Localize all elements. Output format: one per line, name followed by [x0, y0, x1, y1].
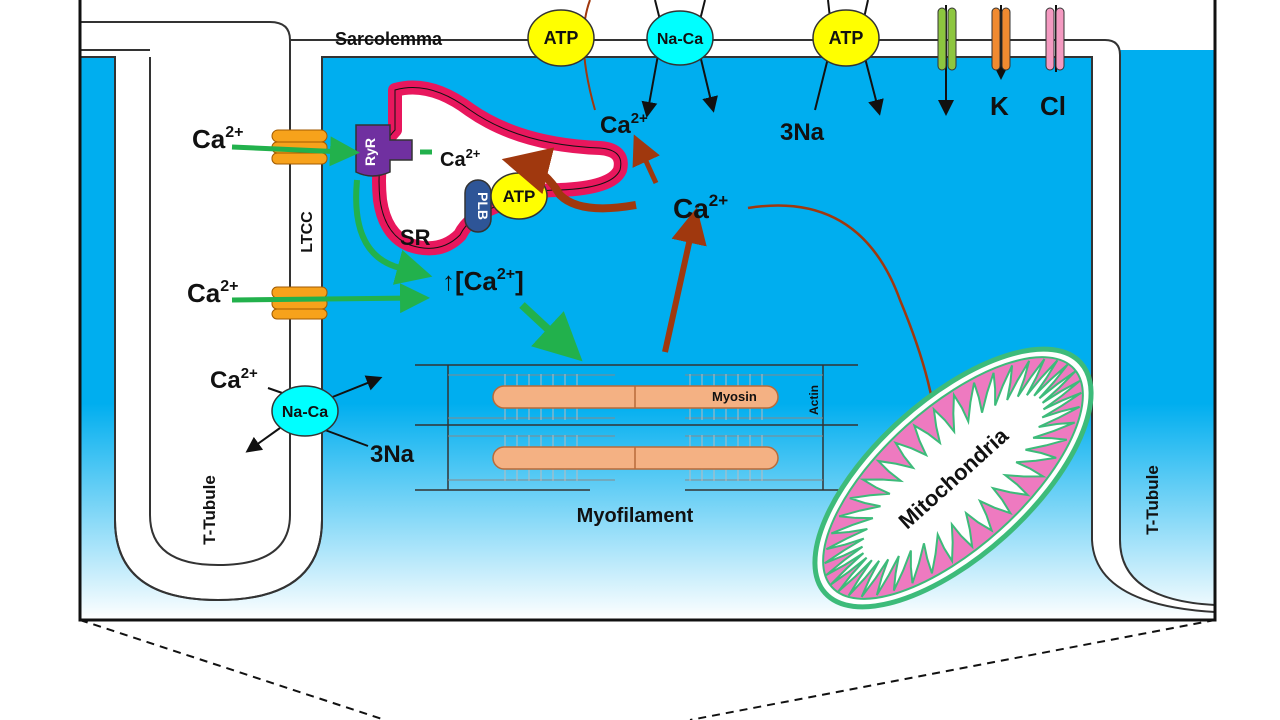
ca-top-base: Ca [600, 112, 631, 139]
mitochondria [812, 346, 1094, 610]
brown-arrows [501, 134, 940, 413]
three-na-top-label: 3Na [780, 119, 825, 146]
ca-cytosol-label: Ca2+ [673, 191, 728, 224]
na-ca-exchanger-top-label: Na-Ca [657, 31, 703, 48]
na-ca-exchanger-left: Na-Ca Ca2+ 3Na [210, 365, 415, 468]
three-na-left-label: 3Na [370, 441, 415, 468]
top-transporters: ATP Na-Ca ATP Ca2+ 3Na [527, 0, 884, 146]
ltcc-2 [271, 286, 328, 299]
ca-exchanger-left-label: Ca2+ [210, 365, 258, 394]
myofilament: Myosin Actin Myofilament [415, 364, 858, 527]
green-channel [937, 7, 947, 71]
ca-ltcc-bottom-base: Ca [187, 278, 221, 308]
sarcolemma-membrane [79, 21, 1216, 620]
myofilament-label: Myofilament [577, 505, 694, 527]
ca-cytosol-base: Ca [673, 193, 709, 224]
ca-ltcc-top-base: Ca [192, 124, 226, 154]
ltcc-label: LTCC [299, 211, 316, 253]
serca-atp-label: ATP [503, 187, 536, 206]
cl-label: Cl [1040, 91, 1066, 121]
sarcolemma-label: Sarcolemma [335, 29, 443, 49]
atp-pump-1 [527, 9, 595, 67]
ca-ltcc-top-charge: 2+ [225, 124, 243, 141]
actin-label: Actin [807, 385, 821, 415]
ryr-label: RyR [362, 138, 378, 166]
ca-sr-base: Ca [440, 149, 466, 171]
t-tubule-left-label: T-Tubule [200, 475, 219, 545]
atp-pump-2 [812, 9, 880, 67]
frame [78, 0, 1217, 720]
chloride-channel [1045, 7, 1055, 71]
ryanodine-receptor: RyR [355, 124, 432, 177]
ltcc-1 [271, 129, 328, 143]
na-ca-exchanger-left-body [271, 385, 339, 437]
ca-ltcc-top-label: Ca2+ [192, 124, 244, 154]
na-ca-exchanger-top [646, 10, 714, 66]
sr-label: SR [400, 225, 431, 250]
plb [464, 179, 492, 233]
atp-pump-1-label: ATP [544, 28, 579, 48]
ca-ltcc-bottom-charge: 2+ [220, 278, 238, 295]
ca-sr-label: Ca2+ [440, 146, 481, 171]
myosin-label: Myosin [712, 389, 757, 404]
ca-concentration-charge: 2+ [497, 266, 515, 283]
ca-cytosol-charge: 2+ [709, 191, 728, 210]
plb-label: PLB [475, 192, 491, 220]
ca-top-charge: 2+ [631, 110, 648, 127]
atp-pump-2-label: ATP [829, 28, 864, 48]
ca-exchanger-left-charge: 2+ [241, 365, 258, 382]
ca-top-label: Ca2+ [600, 110, 648, 139]
na-ca-exchanger-left-label: Na-Ca [282, 404, 328, 421]
t-tubule-right-label: T-Tubule [1143, 465, 1162, 535]
ca-exchanger-left-base: Ca [210, 367, 241, 394]
green-arrows [231, 136, 583, 362]
ion-channels: K Cl [937, 5, 1066, 121]
ca-sr-charge: 2+ [466, 146, 481, 161]
potassium-channel [991, 7, 1001, 71]
k-label: K [990, 91, 1009, 121]
ca-concentration-open: ↑[Ca [442, 266, 497, 296]
ca-ltcc-bottom-label: Ca2+ [187, 278, 239, 308]
ca-concentration-label: ↑[Ca2+] [442, 266, 524, 296]
ca-concentration-close: ] [515, 266, 524, 296]
